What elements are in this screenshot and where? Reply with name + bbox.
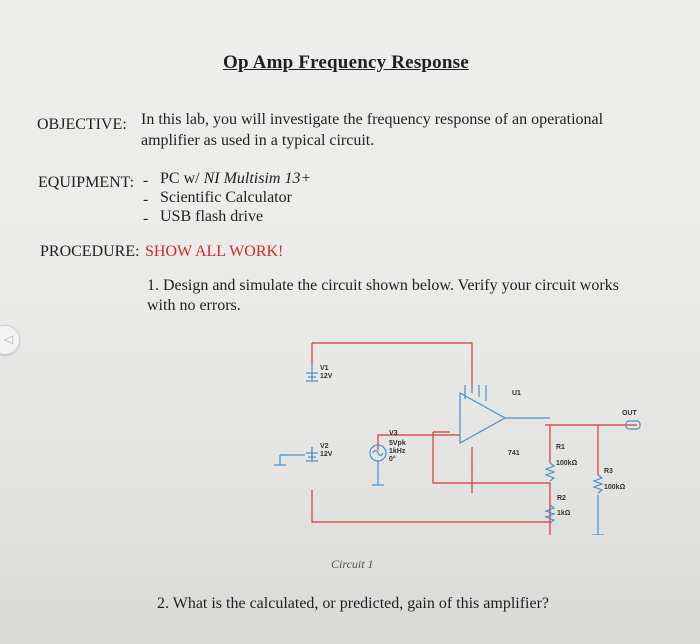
equipment-item-usb: USB flash drive bbox=[160, 208, 264, 225]
equipment-bullet: - bbox=[143, 191, 149, 208]
r2-name: R2 bbox=[557, 495, 566, 502]
v1-name: V1 bbox=[320, 365, 329, 372]
v2-value: 12V bbox=[320, 451, 333, 458]
v3-frequency: 1kHz bbox=[389, 448, 406, 455]
circuit-wires bbox=[311, 342, 637, 535]
step1-line1: 1. Design and simulate the circuit shown… bbox=[147, 277, 619, 294]
circuit-diagram: V1 12V V2 12V V3 5Vpk 1kHz 0° U1 741 R1 … bbox=[274, 342, 641, 535]
v2-name: V2 bbox=[320, 443, 329, 450]
r1-value: 100kΩ bbox=[556, 460, 578, 467]
circuit-caption: Circuit 1 bbox=[331, 557, 374, 571]
chevron-left-icon: ◁ bbox=[4, 332, 14, 346]
v1-value: 12V bbox=[320, 373, 333, 380]
v3-phase: 0° bbox=[389, 455, 396, 463]
r3-value: 100kΩ bbox=[604, 484, 626, 491]
equipment-item-pc: PC w/ NI Multisim 13+ bbox=[160, 170, 312, 187]
objective-label: OBJECTIVE: bbox=[37, 116, 127, 133]
page-title: Op Amp Frequency Response bbox=[223, 52, 469, 73]
v3-amplitude: 5Vpk bbox=[389, 440, 406, 447]
objective-text-line1: In this lab, you will investigate the fr… bbox=[141, 111, 604, 128]
v3-name: V3 bbox=[389, 430, 398, 437]
circuit-labels: V1 12V V2 12V V3 5Vpk 1kHz 0° U1 741 R1 … bbox=[320, 365, 638, 517]
r2-value: 1kΩ bbox=[557, 510, 571, 517]
equipment-bullet: - bbox=[143, 210, 149, 227]
r1-name: R1 bbox=[556, 444, 565, 451]
equipment-item-calculator: Scientific Calculator bbox=[160, 189, 292, 206]
step1-line2: with no errors. bbox=[147, 297, 241, 314]
circuit-components bbox=[274, 365, 641, 535]
r3-name: R3 bbox=[604, 468, 613, 475]
out-label: OUT bbox=[622, 410, 638, 417]
equipment-bullet: - bbox=[143, 172, 149, 189]
page-back-tab[interactable]: ◁ bbox=[0, 325, 20, 355]
step2-question: 2. What is the calculated, or predicted,… bbox=[157, 595, 550, 612]
u1-model: 741 bbox=[508, 450, 520, 457]
procedure-note: SHOW ALL WORK! bbox=[145, 243, 284, 260]
equipment-label: EQUIPMENT: bbox=[38, 174, 135, 191]
objective-text-line2: amplifier as used in a typical circuit. bbox=[141, 132, 375, 149]
procedure-label: PROCEDURE: bbox=[40, 243, 140, 260]
u1-name: U1 bbox=[512, 390, 521, 397]
